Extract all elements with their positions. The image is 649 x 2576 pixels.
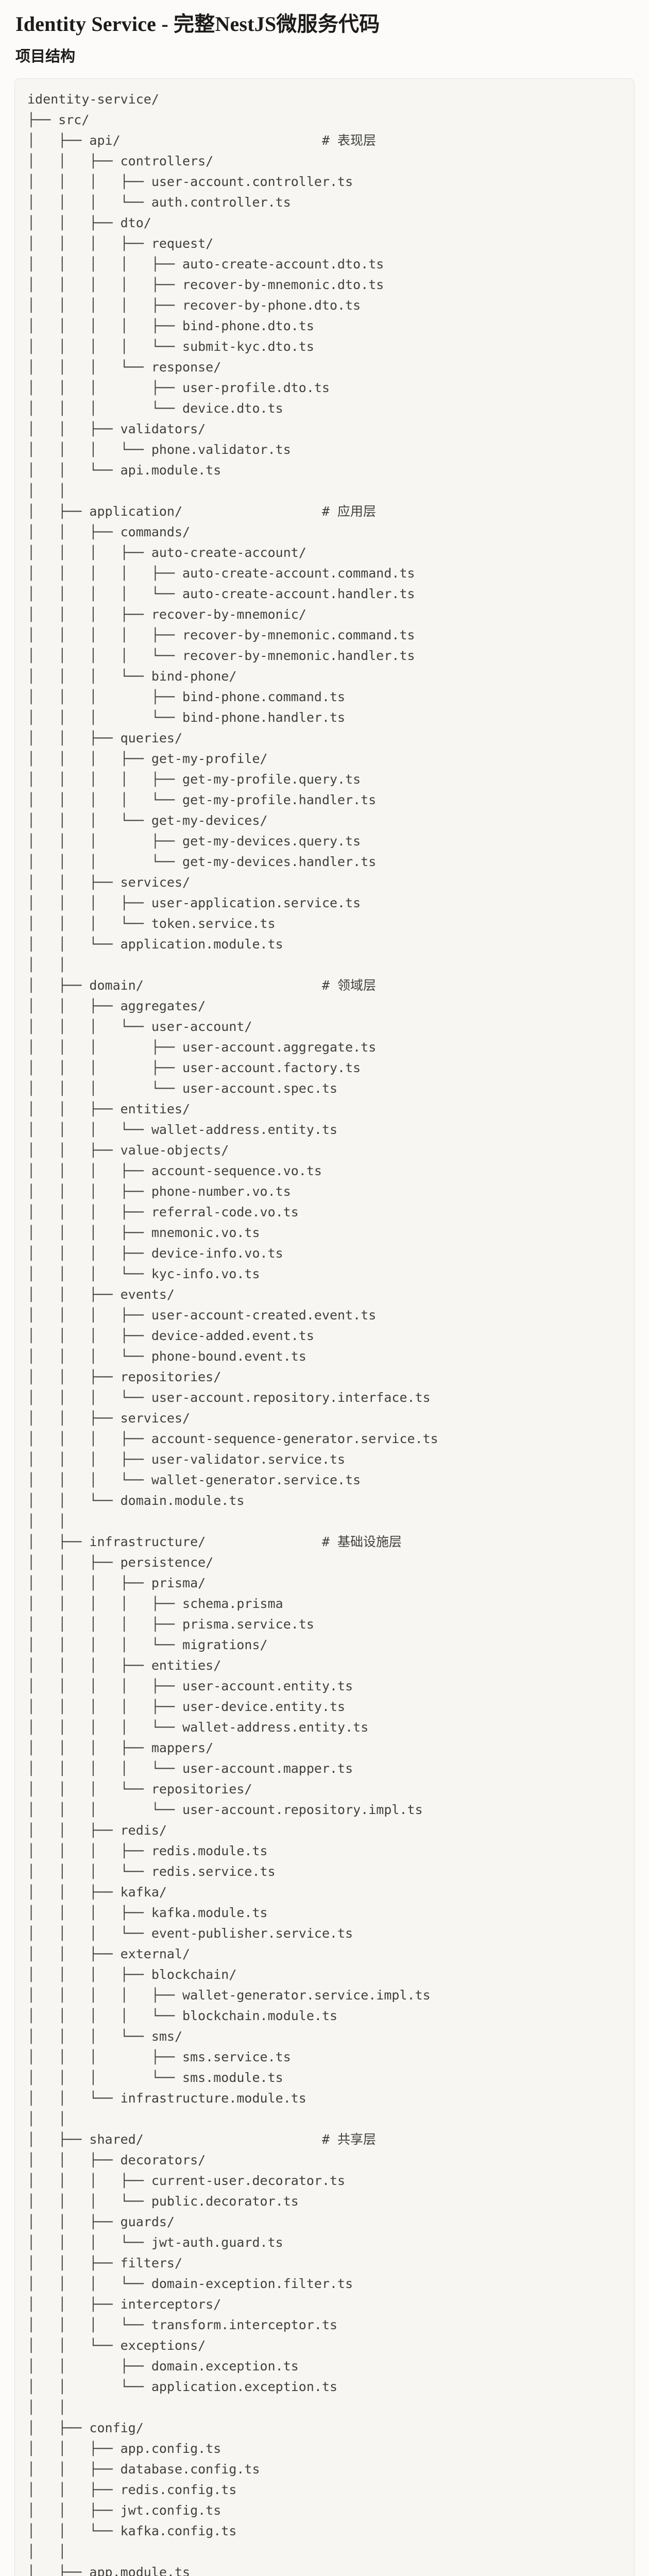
project-tree: identity-service/ ├── src/ │ ├── api/ # … (27, 91, 438, 2576)
code-block-project-structure: identity-service/ ├── src/ │ ├── api/ # … (14, 78, 635, 2576)
section-heading-project-structure: 项目结构 (15, 48, 76, 65)
page-title: Identity Service - 完整NestJS微服务代码 (15, 12, 380, 36)
